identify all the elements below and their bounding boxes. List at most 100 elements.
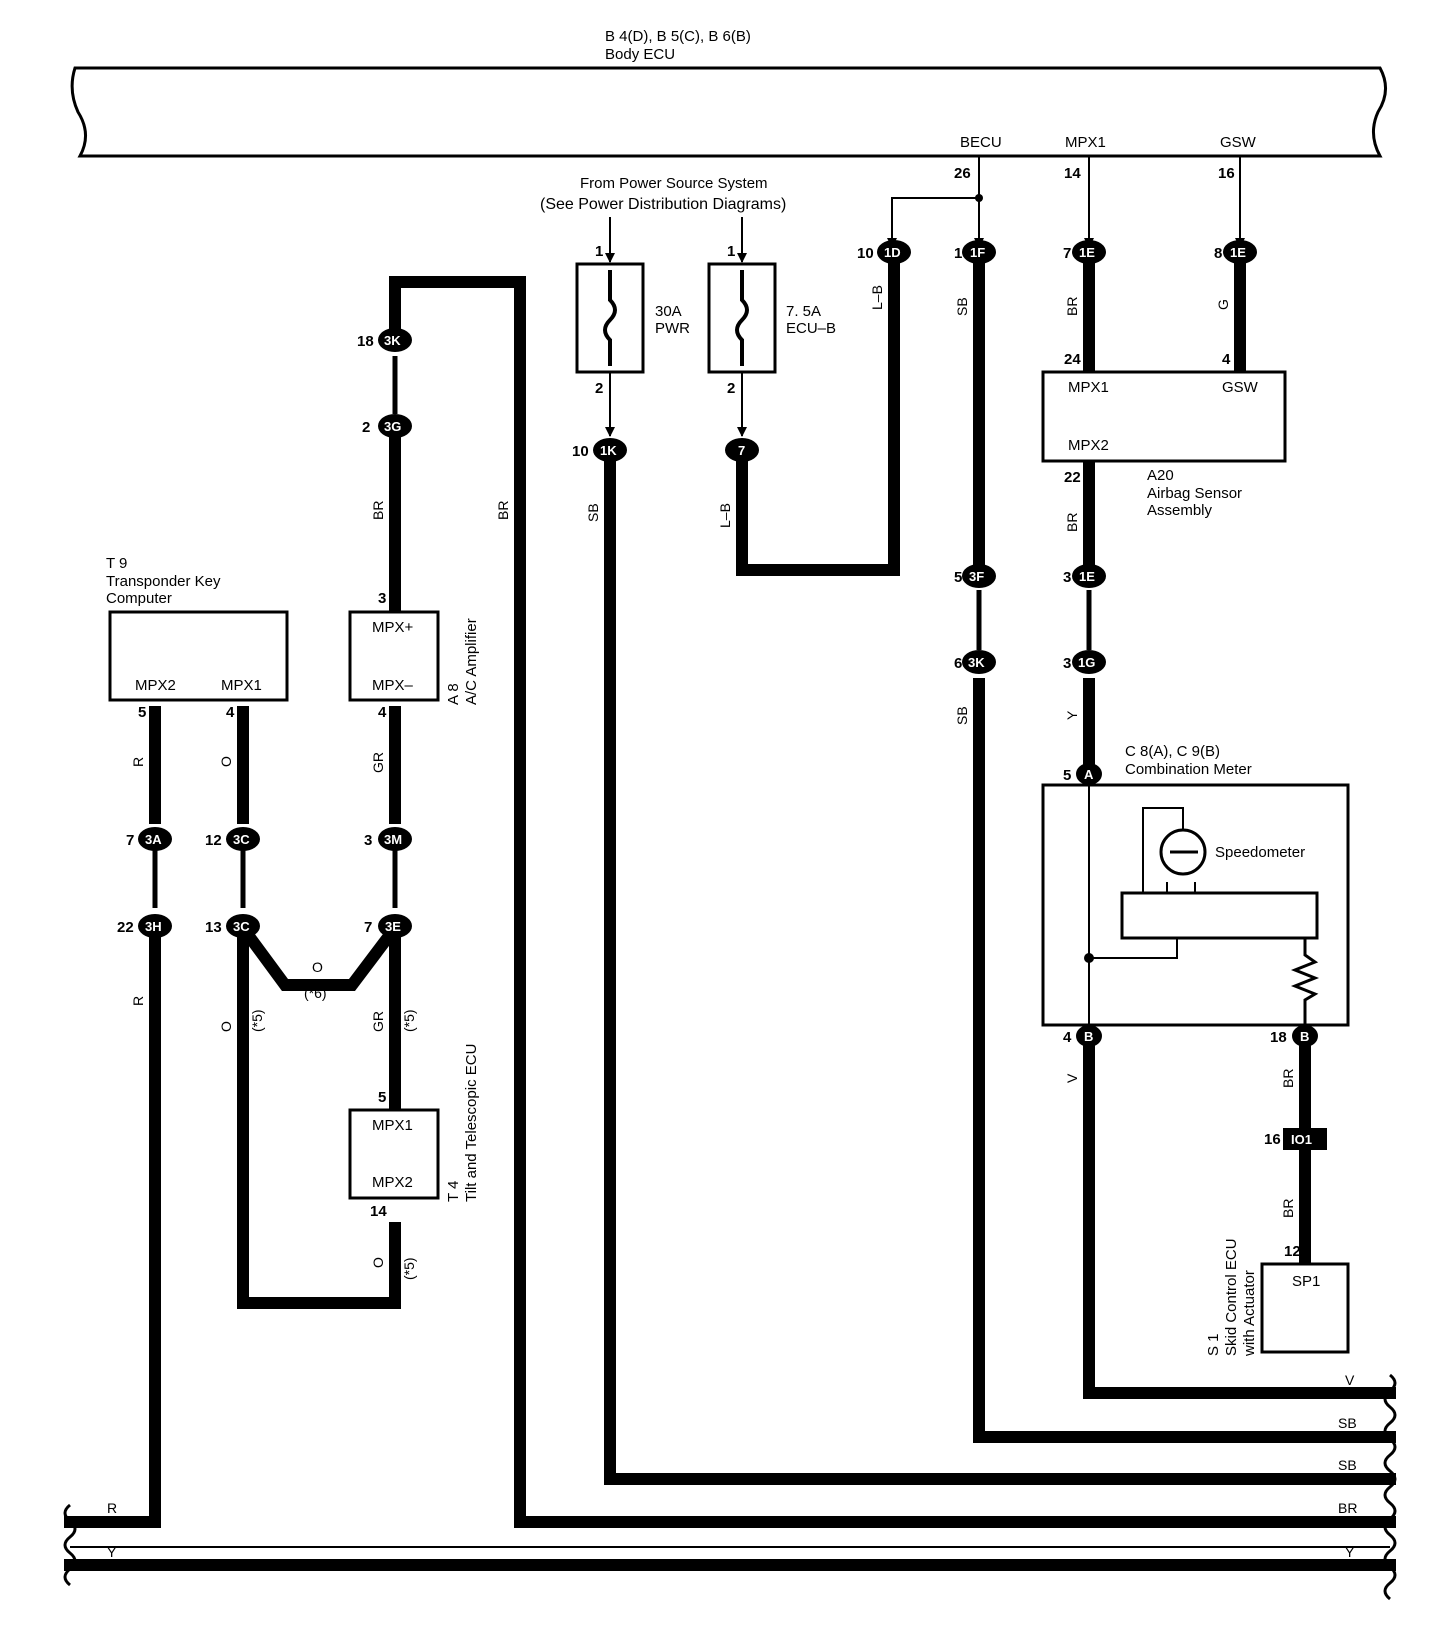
connector-meter-a <box>1076 763 1102 785</box>
connector-3c-a-id: 3C <box>233 832 250 847</box>
tilt-pin-14: 14 <box>370 1203 387 1220</box>
fuse-pwr-out-pin: 2 <box>595 380 603 397</box>
tilt-id: T 4 <box>445 1181 462 1202</box>
wire-o-jumper <box>234 919 404 991</box>
tilt-name: Tilt and Telescopic ECU <box>463 1044 480 1202</box>
fuse-ecu-b: 1 7. 5A ECU–B 2 <box>707 217 836 437</box>
wire-sb-1k <box>604 458 1396 1485</box>
tilt-telescopic-ecu: 5 MPX1 MPX2 14 T 4 Tilt and Telescopic E… <box>348 1044 480 1220</box>
skid-terminal: SP1 <box>1292 1273 1320 1290</box>
tilt-pin-5: 5 <box>378 1089 386 1106</box>
junction-links <box>152 356 1308 1128</box>
connector-3m <box>378 827 412 851</box>
meter-connectors: C 8(A), C 9(B) <box>1125 743 1220 760</box>
splice-point <box>975 194 983 202</box>
connector-3k-mid <box>962 650 996 674</box>
power-source-line2: (See Power Distribution Diagrams) <box>540 196 786 213</box>
airbag-gsw: GSW <box>1222 379 1259 396</box>
fuse-pwr: 1 30A PWR 2 <box>575 217 690 437</box>
bottom-sb-2: SB <box>1338 1457 1357 1473</box>
connector-1e-a <box>1072 240 1106 264</box>
connector-1e-b-id: 1E <box>1230 245 1246 260</box>
fuse-ecub-in-pin: 1 <box>727 243 735 260</box>
tilt-mpx1: MPX1 <box>372 1117 413 1134</box>
combination-meter: C 8(A), C 9(B) Combination Meter Speedom… <box>1041 743 1350 1027</box>
bottom-y-left: Y <box>107 1544 117 1560</box>
airbag-mpx2: MPX2 <box>1068 437 1109 454</box>
skid-pin-12: 12 <box>1284 1243 1301 1260</box>
transponder-id: T 9 <box>106 555 127 572</box>
airbag-name-2: Assembly <box>1147 502 1213 519</box>
connector-io1 <box>1283 1128 1327 1150</box>
wc-br-skid: BR <box>1280 1199 1296 1218</box>
connector-3h-id: 3H <box>145 919 162 934</box>
connector-3c-b <box>226 914 260 938</box>
thick-wires <box>64 260 1396 1571</box>
connector-7 <box>725 438 759 462</box>
connector-3g-id: 3G <box>384 419 401 434</box>
wc-br-airbag: BR <box>1064 513 1080 532</box>
ac-pin-3: 3 <box>378 590 386 607</box>
ac-amplifier: 3 MPX+ MPX– 4 A 8 A/C Amplifier <box>348 590 480 721</box>
connector-3m-id: 3M <box>384 832 402 847</box>
pin-j3h: 22 <box>117 919 134 936</box>
wire-br-main <box>389 276 1396 1528</box>
fuse-ecub-icon <box>735 270 749 366</box>
fuse-pwr-rating: 30A <box>655 303 682 320</box>
body-ecu-name: Body ECU <box>605 46 675 63</box>
connector-meter-a-id: A <box>1084 767 1094 782</box>
wc-y: Y <box>1064 710 1080 720</box>
wire-sb-1f-lower <box>973 678 1396 1443</box>
bottom-sb-1: SB <box>1338 1415 1357 1431</box>
wc-lb-1: L–B <box>869 285 885 310</box>
connector-3h <box>138 914 172 938</box>
pin-j1e-c: 3 <box>1063 569 1071 586</box>
wire-lb <box>736 260 900 576</box>
wc-r-2: R <box>130 996 146 1006</box>
bottom-wire-labels: V SB SB BR R Y Y <box>107 1372 1357 1560</box>
airbag-sensor: 24 4 MPX1 GSW MPX2 22 A20 Airbag Sensor … <box>1041 351 1287 519</box>
wc-sb-3k: SB <box>954 706 970 725</box>
pin-j3f: 5 <box>954 569 962 586</box>
airbag-pin-24: 24 <box>1064 351 1081 368</box>
pin-14: 14 <box>1064 165 1081 182</box>
connector-meter-b-right <box>1292 1025 1318 1047</box>
wire-color-labels: L–B L–B SB SB SB BR BR G Y BR BR R R O O… <box>130 285 1296 1280</box>
fuse-pwr-icon <box>603 270 617 366</box>
transponder-pin-4: 4 <box>226 704 235 721</box>
transponder-key-computer: T 9 Transponder Key Computer MPX2 MPX1 5… <box>106 555 289 721</box>
wire-v <box>1083 1042 1396 1399</box>
pin-j3k-top: 18 <box>357 333 374 350</box>
wc-sb-1k: SB <box>585 503 601 522</box>
wc-gr-2: GR <box>370 1011 386 1032</box>
wc-br-io1: BR <box>1280 1069 1296 1088</box>
ac-mpx-minus: MPX– <box>372 677 414 694</box>
ac-mpx-plus: MPX+ <box>372 619 414 636</box>
skid-id: S 1 <box>1205 1333 1222 1356</box>
pin-j3c-b: 13 <box>205 919 222 936</box>
bottom-y-right: Y <box>1345 1544 1355 1560</box>
connector-meter-b-left-id: B <box>1084 1029 1093 1044</box>
wc-o-2: O <box>218 1021 234 1032</box>
wc-g: G <box>1215 299 1231 310</box>
pin-j1e-a: 7 <box>1063 245 1071 262</box>
connector-3k-top-id: 3K <box>384 333 401 348</box>
tilt-box <box>348 1108 440 1200</box>
connector-3k-top <box>378 328 412 352</box>
ac-pin-4: 4 <box>378 704 387 721</box>
airbag-name-1: Airbag Sensor <box>1147 485 1242 502</box>
transponder-mpx1: MPX1 <box>221 677 262 694</box>
connector-3g <box>378 414 412 438</box>
connector-1g-id: 1G <box>1078 655 1095 670</box>
transponder-name-2: Computer <box>106 590 172 607</box>
connector-3a-id: 3A <box>145 832 162 847</box>
connector-1e-b <box>1223 240 1257 264</box>
pin-j3e: 7 <box>364 919 372 936</box>
pin-j1e-b: 8 <box>1214 245 1222 262</box>
body-ecu-connectors: B 4(D), B 5(C), B 6(B) <box>605 28 751 45</box>
fuse-ecub-out-pin: 2 <box>727 380 735 397</box>
bottom-v: V <box>1345 1372 1355 1388</box>
body-ecu-outline <box>70 66 1387 158</box>
connector-3a <box>138 827 172 851</box>
